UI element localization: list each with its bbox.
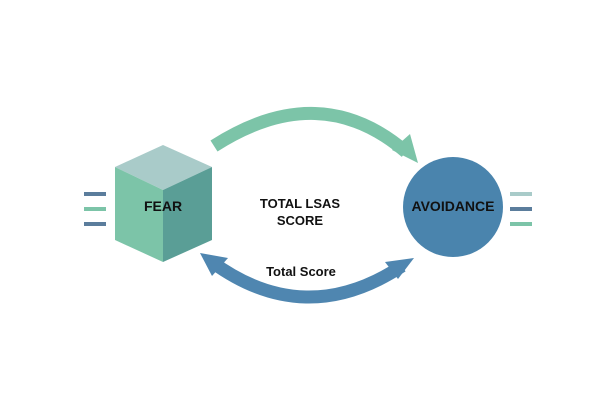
right-line-3 bbox=[510, 222, 532, 226]
bottom-arrow-head-right bbox=[385, 258, 414, 279]
right-lines bbox=[510, 192, 532, 226]
center-title: TOTAL LSAS SCORE bbox=[240, 195, 360, 229]
left-line-3 bbox=[84, 222, 106, 226]
left-line-1 bbox=[84, 192, 106, 196]
right-line-2 bbox=[510, 207, 532, 211]
bottom-arrow-head-left bbox=[200, 253, 228, 276]
fear-cube bbox=[115, 145, 212, 262]
center-title-line-1: TOTAL LSAS bbox=[259, 196, 341, 211]
avoidance-circle bbox=[403, 157, 503, 257]
cube-side-face bbox=[163, 167, 212, 262]
bottom-arrow bbox=[208, 256, 406, 304]
left-lines bbox=[84, 192, 106, 226]
top-arrow-head bbox=[392, 134, 418, 163]
left-line-2 bbox=[84, 207, 106, 211]
fear-label: FEAR bbox=[143, 198, 183, 214]
center-title-line-2: SCORE bbox=[276, 213, 324, 228]
cube-front-face bbox=[115, 167, 163, 262]
top-arrow bbox=[210, 106, 411, 157]
right-line-1 bbox=[510, 192, 532, 196]
avoidance-label: AVOIDANCE bbox=[411, 198, 495, 214]
bottom-arrow-label: Total Score bbox=[266, 264, 336, 279]
cube-top-face bbox=[115, 145, 212, 190]
